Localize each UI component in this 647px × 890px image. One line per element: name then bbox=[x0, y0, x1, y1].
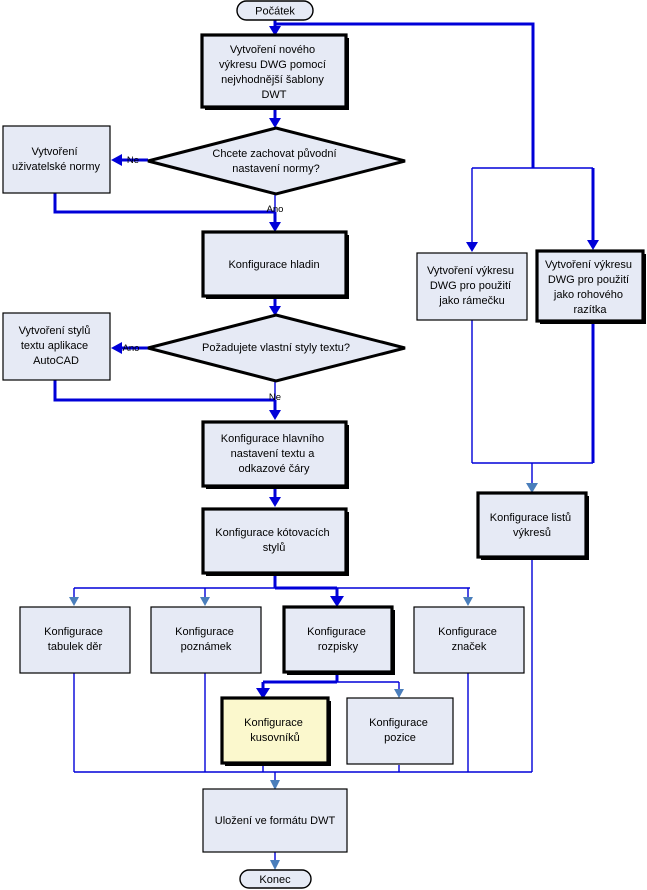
arrowhead-sheets bbox=[526, 483, 538, 493]
arrowhead-dec-text bbox=[269, 306, 281, 316]
arrowhead-dec-norm bbox=[269, 118, 281, 128]
node-start-label: Počátek bbox=[255, 5, 295, 17]
node-holes-label: Konfigurace tabulek děr bbox=[44, 626, 106, 653]
arrowhead-end bbox=[270, 860, 280, 870]
node-end-label: Konec bbox=[259, 874, 291, 886]
edge-label-text-yes: Ano bbox=[123, 343, 140, 354]
node-stamp-dwg-label: Vytvoření výkresu DWG pro použití jako r… bbox=[545, 259, 635, 316]
node-dim-styles[interactable]: Konfigurace kótovacích stylů bbox=[201, 507, 349, 576]
node-acad-styles-label: Vytvoření stylů textu aplikace AutoCAD bbox=[19, 325, 94, 367]
node-end[interactable]: Konec bbox=[239, 869, 312, 889]
arrowhead-acad-styles bbox=[111, 342, 122, 354]
node-user-norm-label: Vytvoření uživatelské normy bbox=[12, 146, 101, 173]
node-stamp-dwg[interactable]: Vytvoření výkresu DWG pro použití jako r… bbox=[535, 249, 646, 324]
arrowhead-marks bbox=[463, 597, 473, 606]
arrowhead-layers bbox=[269, 222, 281, 232]
node-pozice[interactable]: Konfigurace pozice bbox=[346, 697, 454, 765]
node-dec-text[interactable]: Požadujete vlastní styly textu? bbox=[147, 313, 406, 383]
node-kusovnik[interactable]: Konfigurace kusovníků bbox=[220, 696, 331, 766]
arrowhead-pozice bbox=[394, 689, 404, 698]
arrowhead-user-norm bbox=[111, 154, 122, 166]
arrowhead-frame-dwg bbox=[466, 242, 478, 252]
node-rozpiska[interactable]: Konfigurace rozpisky bbox=[282, 605, 395, 675]
edge-label-norm-no: Ne bbox=[127, 155, 139, 166]
node-holes[interactable]: Konfigurace tabulek děr bbox=[19, 606, 131, 674]
node-main-text[interactable]: Konfigurace hlavního nastavení textu a o… bbox=[201, 420, 349, 489]
edge-start-to-right-branch bbox=[275, 22, 535, 168]
arrowhead-save-dwt bbox=[270, 780, 280, 790]
arrowhead-kusovnik bbox=[256, 688, 270, 699]
node-frame-dwg[interactable]: Vytvoření výkresu DWG pro použití jako r… bbox=[416, 252, 528, 321]
node-save-dwt-label: Uložení ve formátu DWT bbox=[215, 815, 336, 827]
node-notes-label: Konfigurace poznámek bbox=[175, 626, 237, 653]
edge-label-norm-yes: Ano bbox=[267, 204, 284, 215]
node-new-dwg-label: Vytvoření nového výkresu DWG pomocí nejv… bbox=[219, 44, 329, 101]
edge-user-norm-return bbox=[53, 193, 275, 214]
node-dim-styles-label: Konfigurace kótovacích stylů bbox=[215, 527, 332, 554]
node-rozpiska-label: Konfigurace rozpisky bbox=[307, 626, 369, 653]
node-sheets[interactable]: Konfigurace listů výkresů bbox=[476, 491, 589, 560]
node-dec-norm-label: Chcete zachovat původní nastavení normy? bbox=[212, 148, 339, 175]
arrowhead-holes bbox=[69, 597, 79, 606]
arrowhead-new-dwg bbox=[269, 26, 281, 36]
node-kusovnik-label: Konfigurace kusovníků bbox=[244, 717, 306, 744]
node-marks-label: Konfigurace značek bbox=[438, 626, 500, 653]
arrowhead-dim-styles bbox=[269, 497, 281, 507]
node-dec-text-label: Požadujete vlastní styly textu? bbox=[202, 342, 350, 354]
node-dec-norm[interactable]: Chcete zachovat původní nastavení normy? bbox=[147, 126, 406, 196]
node-frame-dwg-label: Vytvoření výkresu DWG pro použití jako r… bbox=[427, 265, 517, 307]
node-save-dwt[interactable]: Uložení ve formátu DWT bbox=[202, 788, 348, 853]
node-marks[interactable]: Konfigurace značek bbox=[413, 606, 525, 674]
node-notes[interactable]: Konfigurace poznámek bbox=[150, 606, 262, 674]
arrowhead-rozpiska bbox=[330, 596, 344, 607]
node-new-dwg[interactable]: Vytvoření nového výkresu DWG pomocí nejv… bbox=[200, 33, 349, 110]
arrowhead-notes bbox=[200, 597, 210, 606]
node-pozice-label: Konfigurace pozice bbox=[369, 717, 431, 744]
node-layers-label: Konfigurace hladin bbox=[228, 259, 319, 271]
node-user-norm[interactable]: Vytvoření uživatelské normy bbox=[2, 125, 111, 194]
edge-label-text-no: Ne bbox=[269, 392, 281, 403]
node-sheets-label: Konfigurace listů výkresů bbox=[490, 512, 574, 539]
arrowhead-main-text bbox=[269, 410, 281, 420]
connector-layer bbox=[53, 20, 599, 870]
arrowhead-stamp-dwg bbox=[587, 240, 599, 250]
node-start[interactable]: Počátek bbox=[236, 0, 314, 21]
node-main-text-label: Konfigurace hlavního nastavení textu a o… bbox=[221, 433, 327, 475]
edge-acad-styles-return bbox=[53, 380, 275, 402]
node-acad-styles[interactable]: Vytvoření stylů textu aplikace AutoCAD bbox=[2, 312, 111, 381]
node-layers[interactable]: Konfigurace hladin bbox=[201, 230, 349, 299]
